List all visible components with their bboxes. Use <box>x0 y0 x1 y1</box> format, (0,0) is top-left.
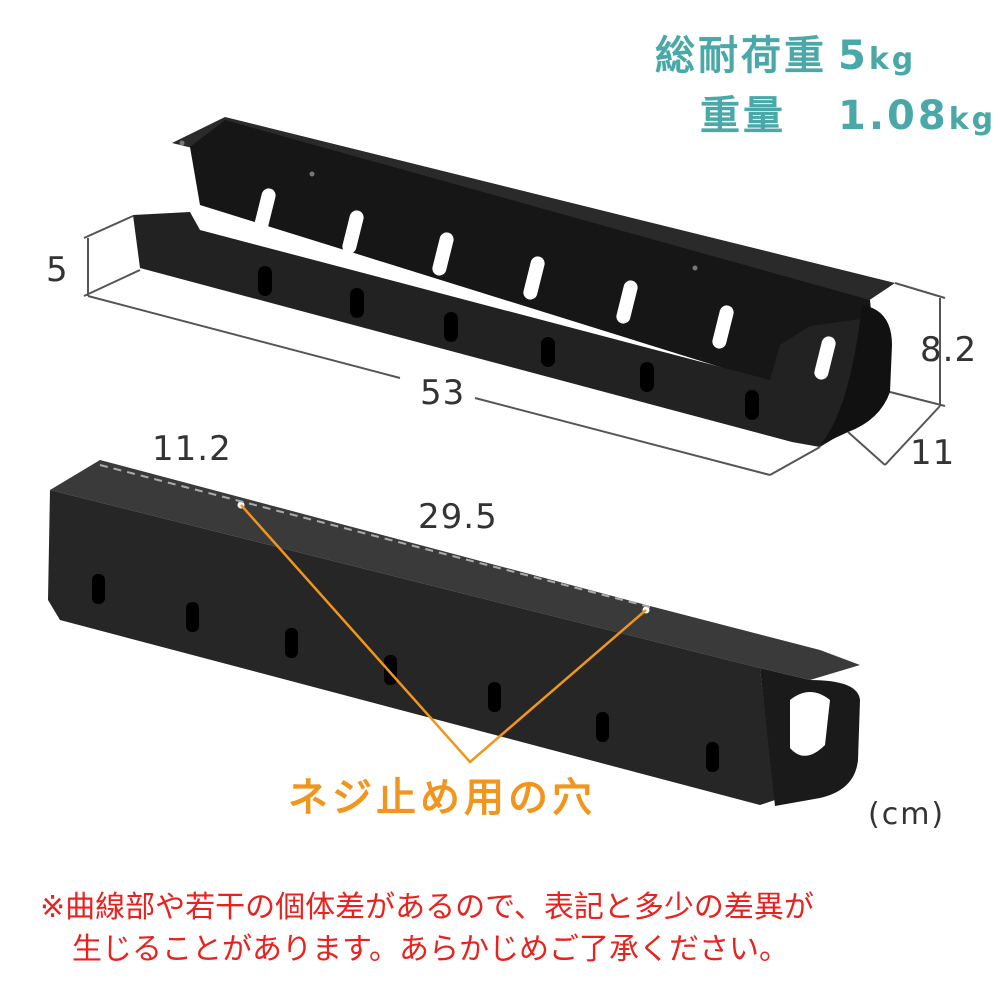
dimension-height: 5 <box>46 250 69 290</box>
weight-value: 1.08kg <box>838 96 996 136</box>
upper-tray <box>133 117 895 447</box>
dimension-width: 11 <box>910 433 956 473</box>
dimension-depth: 8.2 <box>920 330 978 370</box>
lower-channel-top <box>50 460 860 680</box>
lower-channel-front <box>48 490 775 805</box>
dimension-length: 53 <box>420 373 466 413</box>
weight-number: 1.08 <box>838 93 949 139</box>
lower-channel <box>48 460 860 806</box>
total-load-number: 5 <box>838 33 869 79</box>
hole-spacing-dashed-line <box>99 464 651 608</box>
unit-label: (cm) <box>868 797 946 832</box>
dimension-lines <box>83 215 946 476</box>
weight-unit: kg <box>948 102 997 137</box>
screw-hole-label: ネジ止め用の穴 <box>288 775 596 821</box>
upper-tray-back-slots <box>254 188 836 380</box>
upper-tray-end <box>820 305 892 445</box>
total-load-label: 総耐荷重 <box>655 33 827 79</box>
disclaimer-line-1: ※曲線部や若干の個体差があるので、表記と多少の差異が <box>40 890 814 925</box>
dimension-hole-edge: 11.2 <box>152 429 232 469</box>
disclaimer-line-2: 生じることがあります。あらかじめご了承ください。 <box>72 932 789 967</box>
total-load-value: 5kg <box>838 36 916 76</box>
upper-tray-front-wall <box>133 212 870 447</box>
total-load-unit: kg <box>868 42 917 77</box>
weight-label: 重量 <box>700 93 786 139</box>
screw-hole-callout-lines <box>240 504 647 764</box>
upper-tray-front-notches <box>258 266 759 420</box>
dimension-hole-spacing: 29.5 <box>418 497 498 537</box>
lower-channel-notches <box>92 574 719 772</box>
